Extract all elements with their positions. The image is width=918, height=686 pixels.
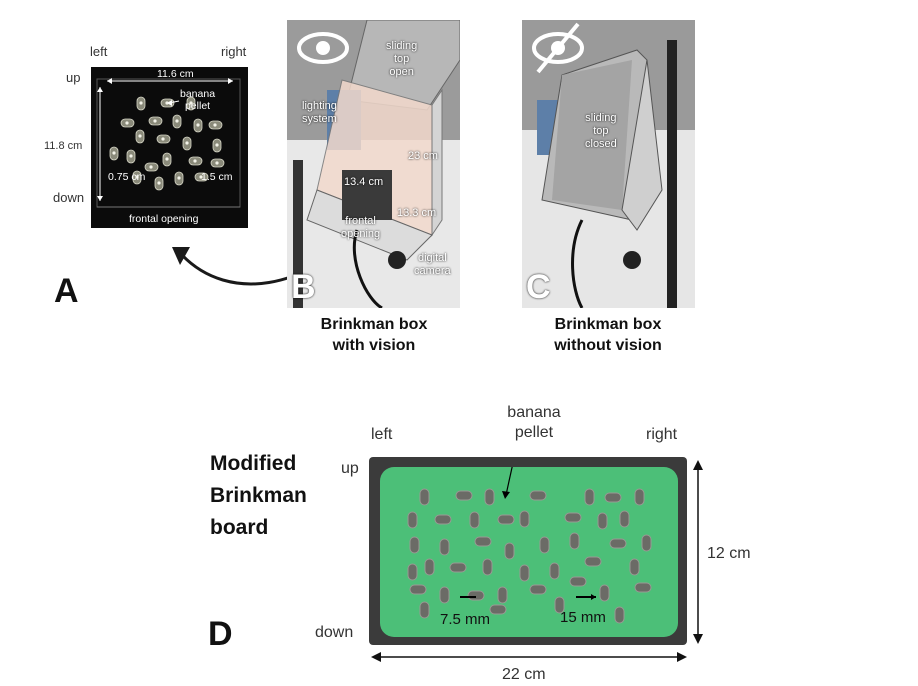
panel-b-sliding-top-label: sliding top open <box>386 40 418 78</box>
panel-d-pellet-line1: banana <box>507 404 561 421</box>
panel-b-photo <box>287 20 460 308</box>
panel-a-board-photo <box>91 67 248 228</box>
panel-a-width-dim: 11.6 cm <box>157 68 194 80</box>
panel-d-left-label: left <box>371 426 393 443</box>
panel-c-photo <box>522 20 695 308</box>
panel-b-caption-line1: Brinkman box <box>320 316 428 333</box>
panel-d-width-arrow <box>371 652 687 662</box>
panel-b-caption-line2: with vision <box>332 337 416 354</box>
panel-d-right-label: right <box>646 426 678 443</box>
panel-d-width-label: 22 cm <box>502 666 546 683</box>
panel-b-lighting-label: lighting system <box>302 100 337 125</box>
panel-d-title: Modified Brinkman board <box>210 448 307 544</box>
panel-a-board-graphic <box>96 78 241 208</box>
panel-b-caption: Brinkman box with vision <box>304 314 444 356</box>
panel-a-letter: A <box>54 272 79 310</box>
panel-b-height-label: 23 cm <box>408 150 438 162</box>
panel-d-height-label: 12 cm <box>707 545 751 562</box>
panel-b-depth-label: 13.3 cm <box>397 207 437 219</box>
panel-a-up-label: up <box>66 70 81 85</box>
panel-d-large-hole-label: 15 mm <box>560 609 606 626</box>
panel-b-camera-label: digital camera <box>414 252 451 277</box>
panel-a-pellet-label: banana pellet <box>180 88 216 112</box>
panel-d-up-label: up <box>341 460 359 477</box>
panel-b-letter: B <box>291 268 316 306</box>
panel-c-letter: C <box>526 268 551 306</box>
panel-d-letter: D <box>208 615 233 653</box>
panel-c-caption: Brinkman box without vision <box>538 314 678 356</box>
panel-b-opening-label: frontal opening <box>341 215 381 240</box>
panel-c-caption-line2: without vision <box>554 337 662 354</box>
panel-d-title-line1: Modified <box>210 452 297 475</box>
panel-a-height-label: 11.8 cm <box>44 140 83 152</box>
panel-b-width-label: 13.4 cm <box>344 176 384 188</box>
panel-d-height-arrow <box>693 460 703 644</box>
panel-b-box-graphic <box>287 20 460 308</box>
panel-c-caption-line1: Brinkman box <box>554 316 662 333</box>
panel-a-large-hole-label: 1.5 cm <box>201 171 233 183</box>
panel-a-down-label: down <box>53 190 85 205</box>
panel-a-small-hole-label: 0.75 cm <box>108 171 146 183</box>
panel-a-right-label: right <box>221 44 247 59</box>
panel-d-pellet-line2: pellet <box>514 424 554 441</box>
panel-c-sliding-top-label: sliding top closed <box>585 112 617 150</box>
panel-d-green-board <box>380 462 678 637</box>
panel-a-opening-label: frontal opening <box>129 213 199 225</box>
panel-d-small-hole-label: 7.5 mm <box>440 611 491 628</box>
eye-icon <box>297 32 349 64</box>
panel-d-down-label: down <box>315 624 354 641</box>
panel-d-title-line3: board <box>210 516 269 539</box>
panel-d-holes <box>407 462 652 624</box>
panel-d-title-line2: Brinkman <box>210 484 307 507</box>
panel-d-pellet-label: banana pellet <box>494 403 574 443</box>
panel-c-box-graphic <box>522 20 695 308</box>
panel-a-left-label: left <box>90 44 108 59</box>
eye-slash-icon <box>532 22 584 74</box>
